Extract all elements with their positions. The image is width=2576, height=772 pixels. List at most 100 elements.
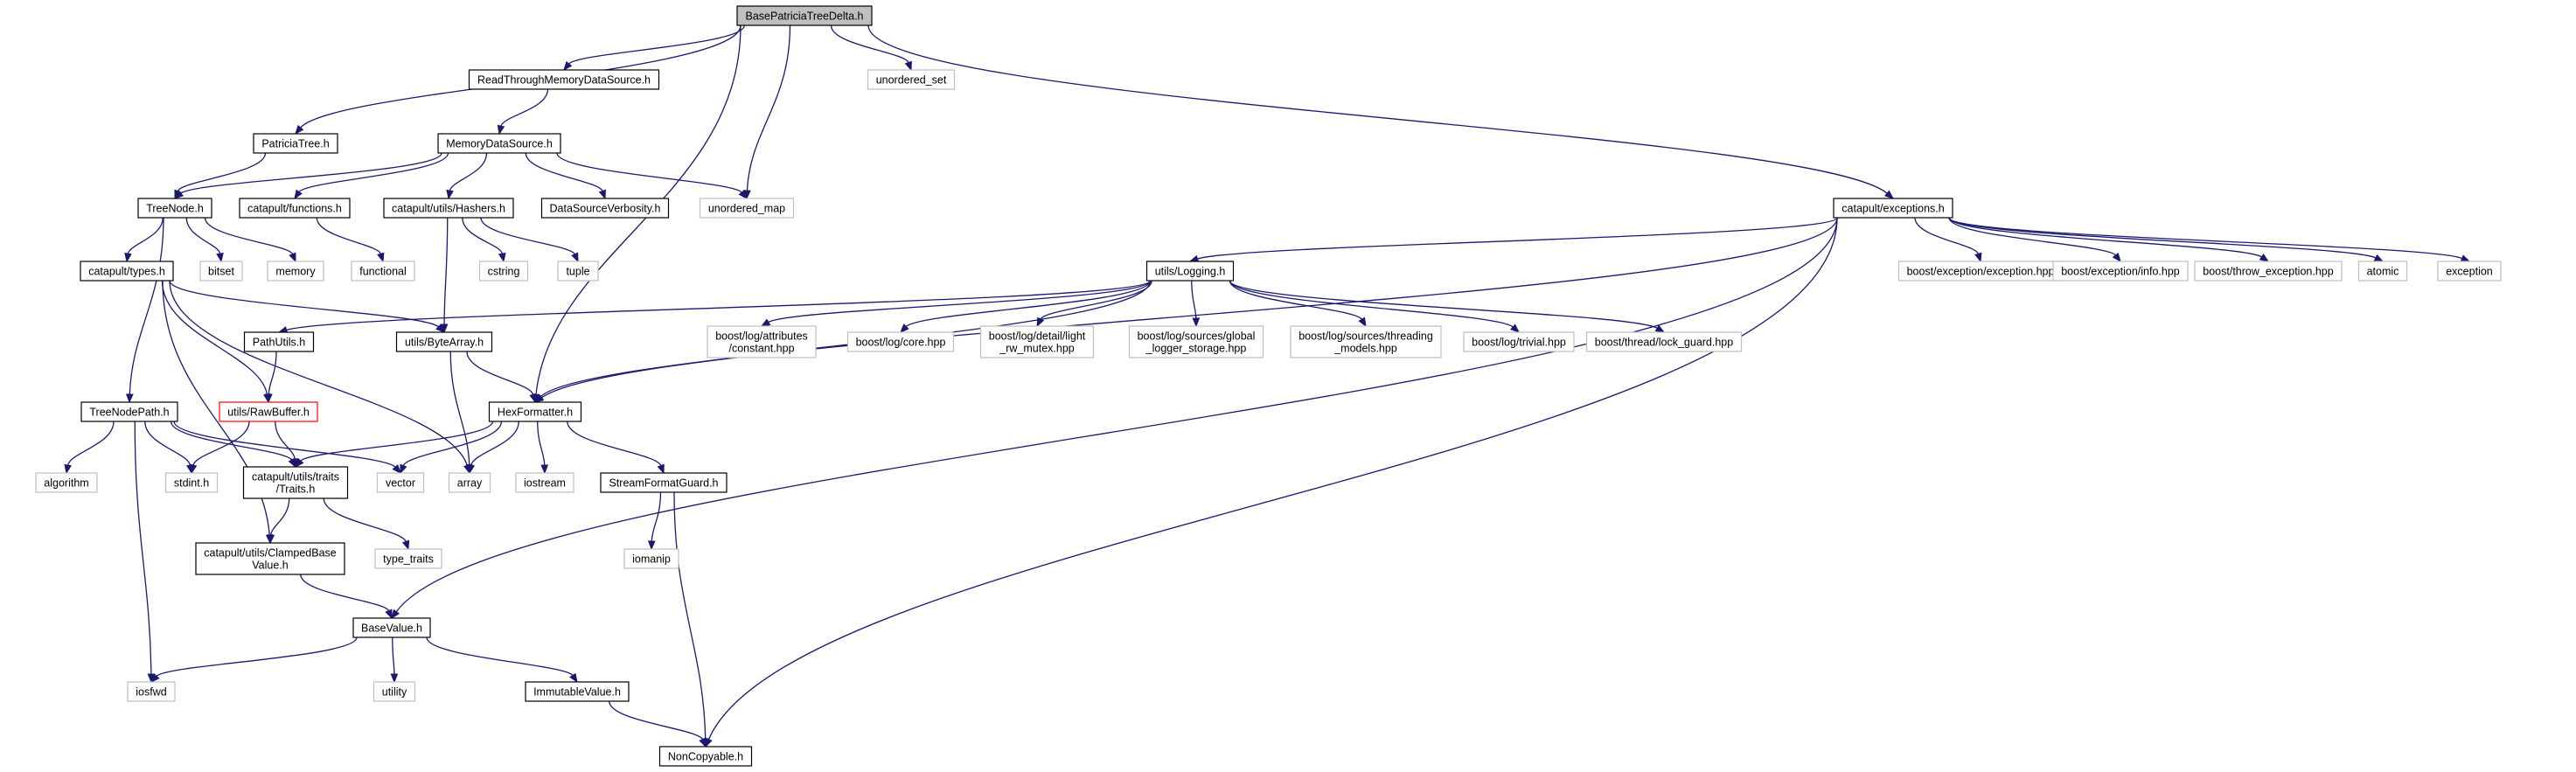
edge-root-to-unordered_map (743, 24, 791, 200)
edge-line (673, 491, 707, 740)
edge-functions-to-functional (316, 217, 385, 263)
edge-line (1229, 280, 1362, 320)
edge-arrowhead (401, 539, 410, 551)
node-box (376, 472, 425, 493)
edge-arrowhead (295, 457, 304, 469)
node-functional: functional (351, 261, 415, 282)
node-patricia[interactable]: PatriciaTree.h (253, 133, 338, 154)
edge-sfguard-to-noncopy (673, 491, 710, 748)
node-box (600, 472, 728, 493)
node-label: utils/Logging.h (1155, 266, 1226, 278)
node-box (437, 133, 561, 154)
node-box (699, 198, 795, 219)
edge-arrowhead (497, 124, 505, 136)
node-root[interactable]: BasePatriciaTreeDelta.h (736, 5, 873, 26)
node-rawbuf[interactable]: utils/RawBuffer.h (219, 401, 318, 422)
edge-arrowhead (904, 60, 912, 72)
edge-arrowhead (1192, 317, 1201, 328)
node-b_exc: boost/exception/exception.hpp (1897, 261, 2064, 282)
node-box (267, 261, 324, 282)
node-basevalue[interactable]: BaseValue.h (352, 617, 431, 638)
edge-arrowhead (699, 737, 707, 748)
node-atomic: atomic (2357, 261, 2408, 282)
node-sfguard[interactable]: StreamFormatGuard.h (600, 472, 728, 493)
node-immutable[interactable]: ImmutableValue.h (525, 681, 630, 702)
edge-line (144, 421, 191, 466)
edge-root-to-exceptions (867, 24, 1895, 199)
node-bytearray[interactable]: utils/ByteArray.h (395, 331, 493, 352)
node-bitset: bitset (199, 261, 243, 282)
node-box (658, 746, 753, 767)
node-unordered_map: unordered_map (699, 198, 795, 219)
node-noncopy[interactable]: NonCopyable.h (658, 746, 753, 767)
edge-line (177, 152, 267, 192)
edge-line (651, 491, 662, 542)
node-functions[interactable]: catapult/functions.h (239, 198, 351, 219)
edge-logging-to-bl_thr (1229, 280, 1367, 328)
edge-arrowhead (529, 393, 537, 404)
edge-arrowhead (569, 672, 578, 684)
node-label: iomanip (632, 553, 671, 566)
node-label: catapult/functions.h (247, 203, 342, 215)
edge-line (1948, 217, 2462, 260)
edge-arrowhead (1974, 252, 1982, 263)
edge-arrowhead (2373, 254, 2385, 262)
node-dsverb[interactable]: DataSourceVerbosity.h (540, 198, 670, 219)
edge-treenode-to-memory (204, 217, 296, 263)
node-label: utility (382, 686, 407, 699)
node-label: boost/exception/info.hpp (2061, 266, 2180, 278)
node-traits[interactable]: catapult/utils/traits/Traits.h (242, 466, 349, 499)
node-bl_triv: boost/log/trivial.hpp (1463, 331, 1575, 352)
edge-arrowhead (738, 189, 748, 200)
node-box (867, 69, 956, 90)
edge-line (1229, 280, 1514, 328)
edge-arrowhead (446, 189, 454, 200)
node-box (468, 69, 660, 90)
edge-logging-to-bl_triv (1229, 280, 1521, 333)
node-hashers[interactable]: catapult/utils/Hashers.h (383, 198, 514, 219)
edge-line (500, 88, 549, 127)
node-pathutils[interactable]: PathUtils.h (243, 331, 315, 352)
node-utility: utility (372, 681, 416, 702)
node-treenode[interactable]: TreeNode.h (137, 198, 212, 219)
edge-line (466, 351, 534, 395)
edge-exceptions-to-b_info (1948, 217, 2121, 263)
edge-line (298, 152, 449, 193)
node-logging[interactable]: utils/Logging.h (1145, 261, 1235, 282)
edge-logging-to-bl_light (1036, 280, 1152, 328)
edge-line (707, 217, 1838, 740)
node-label: StreamFormatGuard.h (609, 477, 718, 490)
node-exceptions[interactable]: catapult/exceptions.h (1833, 198, 1953, 219)
node-box (2357, 261, 2408, 282)
node-label: type_traits (383, 553, 434, 566)
edge-line (525, 152, 603, 191)
node-label: vector (386, 477, 415, 490)
node-label: iosfwd (136, 686, 166, 699)
node-label: boost/exception/exception.hpp (1907, 266, 2055, 278)
edge-arrowhead (392, 463, 401, 475)
node-vector: vector (376, 472, 425, 493)
node-box (2052, 261, 2189, 282)
node-types[interactable]: catapult/types.h (80, 261, 174, 282)
node-bl_glob: boost/log/sources/global_logger_storage.… (1128, 325, 1264, 358)
edge-line (185, 217, 221, 254)
edge-line (392, 636, 395, 675)
node-box (707, 325, 817, 358)
edge-line (129, 217, 164, 395)
node-label: PatriciaTree.h (261, 138, 329, 150)
node-tnpath[interactable]: TreeNodePath.h (80, 401, 178, 422)
edge-tnpath-to-vector (173, 421, 401, 475)
node-box (80, 401, 178, 422)
node-mds[interactable]: MemoryDataSource.h (437, 133, 561, 154)
node-label: boost/log/detail/light (989, 330, 1086, 343)
node-label: DataSourceVerbosity.h (550, 203, 661, 215)
node-hexfmt[interactable]: HexFormatter.h (488, 401, 582, 422)
edge-arrowhead (295, 124, 304, 136)
edge-line (768, 280, 1152, 323)
edge-line (395, 217, 1838, 613)
edge-line (535, 24, 741, 395)
node-label: NonCopyable.h (668, 751, 743, 763)
node-rtmds[interactable]: ReadThroughMemoryDataSource.h (468, 69, 660, 90)
node-label: atomic (2367, 266, 2399, 278)
